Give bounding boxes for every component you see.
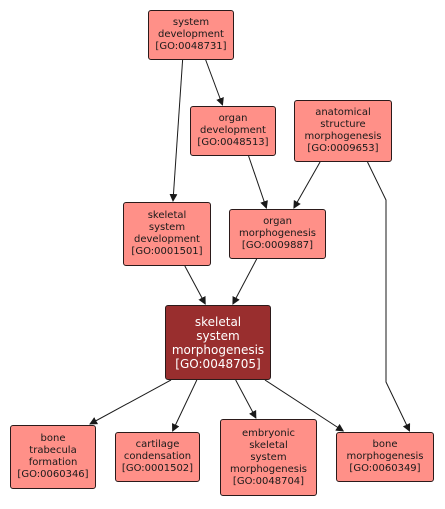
edge-n0048705-n0048704 bbox=[235, 379, 257, 419]
node-go-id: [GO:0009887] bbox=[241, 240, 314, 251]
node-go-id: [GO:0048704] bbox=[232, 475, 305, 487]
node-label-line: structure bbox=[320, 119, 366, 130]
node-label-line: skeletal bbox=[194, 314, 242, 329]
node-label-line: formation bbox=[28, 457, 78, 468]
node-label-line: morphogenesis bbox=[230, 463, 307, 475]
edge-n0048705-n0060349 bbox=[264, 379, 345, 432]
node-cartilage-condensation[interactable]: cartilage condensation [GO:0001502] bbox=[115, 432, 200, 482]
node-anatomical-structure-morphogenesis[interactable]: anatomical structure morphogenesis [GO:0… bbox=[294, 100, 392, 162]
node-label-line: system bbox=[148, 222, 186, 233]
node-go-id: [GO:0001502] bbox=[121, 463, 194, 474]
node-organ-development[interactable]: organ development [GO:0048513] bbox=[190, 106, 276, 156]
node-label-line: condensation bbox=[123, 451, 192, 462]
edge-n0009887-n0048705 bbox=[232, 258, 258, 305]
edge-n0009653-n0009887 bbox=[293, 161, 321, 209]
node-label-line: bone bbox=[372, 439, 398, 450]
node-go-id: [GO:0009653] bbox=[307, 143, 379, 154]
node-label-line: bone bbox=[40, 433, 66, 444]
node-embryonic-skeletal-system-morphogenesis[interactable]: embryonic skeletal system morphogenesis … bbox=[220, 419, 317, 496]
node-label-line: skeletal bbox=[249, 439, 288, 451]
node-label-line: development bbox=[200, 125, 266, 136]
node-label-line: development bbox=[158, 29, 224, 40]
node-label-line: development bbox=[134, 234, 200, 245]
edge-n0048705-n0060346 bbox=[89, 379, 172, 425]
edge-n0048705-n0001502 bbox=[172, 379, 198, 432]
node-go-id: [GO:0048731] bbox=[155, 41, 227, 52]
edge-n0048731-n0048513 bbox=[205, 59, 224, 106]
node-organ-morphogenesis[interactable]: organ morphogenesis [GO:0009887] bbox=[229, 209, 326, 259]
node-label-line: morphogenesis bbox=[304, 131, 382, 142]
node-go-id: [GO:0001501] bbox=[131, 246, 203, 257]
edge-n0001501-n0048705 bbox=[184, 265, 206, 305]
node-go-id: [GO:0048513] bbox=[197, 137, 269, 148]
node-label-line: system bbox=[172, 17, 210, 28]
edge-n0048731-n0001501 bbox=[169, 59, 184, 202]
edge-n0048513-n0009887 bbox=[248, 155, 268, 209]
node-skeletal-system-morphogenesis[interactable]: skeletal system morphogenesis [GO:004870… bbox=[165, 305, 271, 380]
node-label-line: organ bbox=[263, 216, 292, 227]
node-system-development[interactable]: system development [GO:0048731] bbox=[148, 10, 234, 60]
node-go-id: [GO:0048705] bbox=[175, 356, 261, 371]
node-bone-morphogenesis[interactable]: bone morphogenesis [GO:0060349] bbox=[336, 432, 434, 482]
node-label-line: morphogenesis bbox=[239, 228, 316, 239]
node-label-line: system bbox=[250, 451, 287, 463]
node-label-line: embryonic bbox=[241, 427, 295, 439]
node-label-line: organ bbox=[218, 113, 248, 124]
node-label-line: skeletal bbox=[147, 210, 187, 221]
node-label-line: morphogenesis bbox=[171, 342, 265, 357]
node-skeletal-system-development[interactable]: skeletal system development [GO:0001501] bbox=[123, 202, 211, 266]
node-label-line: anatomical bbox=[315, 107, 371, 118]
node-label-line: system bbox=[196, 328, 240, 343]
node-bone-trabecula-formation[interactable]: bone trabecula formation [GO:0060346] bbox=[10, 425, 96, 489]
node-go-id: [GO:0060349] bbox=[349, 463, 421, 474]
edge-n0009653-n0060349 bbox=[367, 161, 411, 432]
node-label-line: trabecula bbox=[29, 445, 77, 456]
node-go-id: [GO:0060346] bbox=[17, 469, 89, 480]
node-label-line: cartilage bbox=[135, 439, 180, 450]
node-label-line: morphogenesis bbox=[346, 451, 424, 462]
